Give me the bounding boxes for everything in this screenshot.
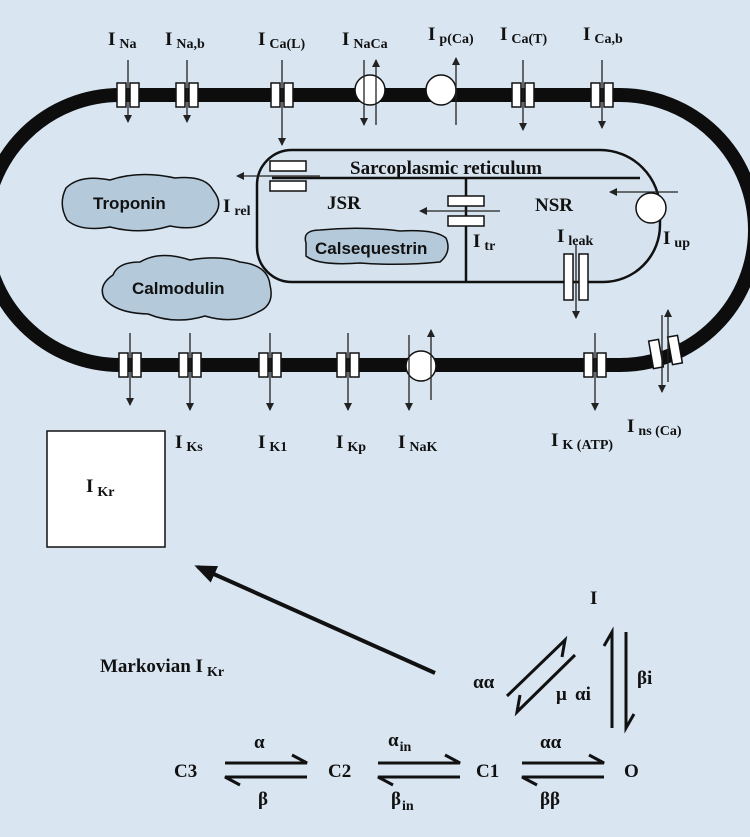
rate-beta: β bbox=[258, 789, 268, 810]
rate-beta-in: βin bbox=[391, 789, 414, 814]
channel-i-na bbox=[116, 60, 140, 123]
transition-c1-i bbox=[505, 635, 577, 717]
rate-beta-beta: ββ bbox=[540, 789, 560, 810]
state-c3: C3 bbox=[174, 761, 197, 782]
transition-c1-o bbox=[521, 753, 605, 787]
pump-i-p-ca bbox=[425, 57, 460, 125]
calmodulin-label: Calmodulin bbox=[132, 279, 225, 298]
state-o: O bbox=[624, 761, 639, 782]
rate-alpha: α bbox=[254, 732, 265, 753]
channel-i-ca-b bbox=[590, 60, 614, 129]
troponin-label: Troponin bbox=[93, 194, 166, 213]
sr-title: Sarcoplasmic reticulum bbox=[350, 158, 542, 179]
rate-alpha-in: αin bbox=[388, 730, 411, 755]
calsequestrin: Calsequestrin bbox=[304, 227, 449, 266]
channel-i-ca-t bbox=[511, 60, 535, 131]
state-c2: C2 bbox=[328, 761, 351, 782]
channel-i-ns-ca bbox=[647, 309, 684, 393]
rate-mu: μ bbox=[556, 684, 567, 705]
markov-to-ikr-arrow bbox=[194, 565, 436, 675]
rate-alpha-alpha-c1-o: αα bbox=[540, 732, 562, 753]
rate-alpha-i: αi bbox=[575, 684, 591, 705]
state-i: I bbox=[590, 588, 597, 609]
transition-i-o bbox=[602, 626, 636, 734]
rate-alpha-alpha-diag: αα bbox=[473, 672, 495, 693]
calsequestrin-label: Calsequestrin bbox=[315, 239, 427, 258]
transition-c2-c1 bbox=[377, 753, 461, 787]
nsr-label: NSR bbox=[535, 195, 573, 216]
exchanger-i-naca bbox=[354, 59, 386, 126]
troponin: Troponin bbox=[61, 173, 220, 232]
pump-i-nak bbox=[405, 329, 437, 411]
jsr-label: JSR bbox=[327, 193, 361, 214]
channel-i-k1 bbox=[258, 333, 282, 411]
calmodulin: Calmodulin bbox=[101, 254, 272, 321]
rate-beta-i: βi bbox=[637, 668, 652, 689]
state-c1: C1 bbox=[476, 761, 499, 782]
channel-i-kr bbox=[118, 333, 142, 406]
channel-i-k-atp bbox=[583, 333, 607, 411]
channel-i-ks bbox=[178, 333, 202, 411]
channel-i-ca-l bbox=[270, 60, 294, 146]
transition-c3-c2 bbox=[224, 753, 308, 787]
channel-i-na-b bbox=[175, 60, 199, 123]
channel-i-kp bbox=[336, 333, 360, 411]
